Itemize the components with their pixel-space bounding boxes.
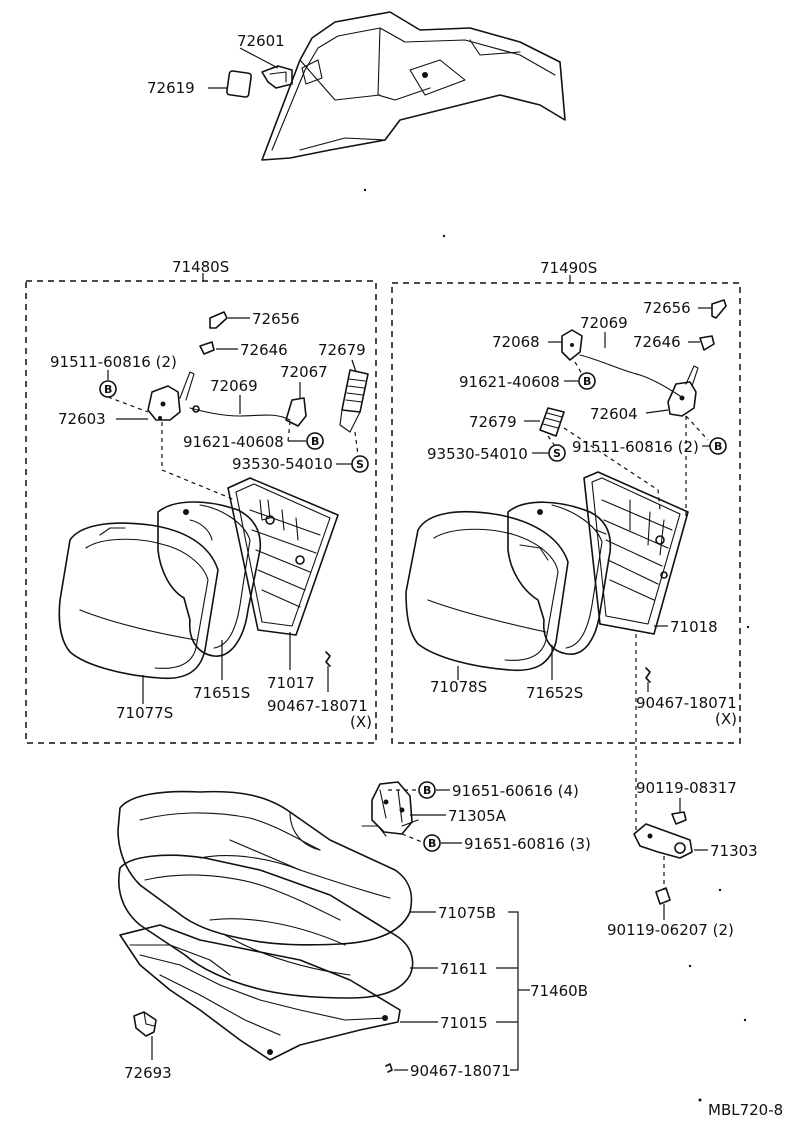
part-71651S-pad-left	[157, 501, 262, 657]
part-72604-lock-right	[667, 365, 699, 417]
svg-text:B: B	[583, 375, 591, 388]
label-93530-right: 93530-54010	[427, 445, 528, 463]
part-90119-06207-bolt	[655, 887, 671, 905]
part-71018-frame-right	[583, 471, 689, 635]
label-90119-06207: 90119-06207 (2)	[607, 921, 734, 939]
part-72067-left	[285, 397, 307, 427]
svg-text:B: B	[714, 440, 722, 453]
label-71017: 71017	[267, 674, 315, 692]
part-71303-hinge	[633, 823, 693, 859]
part-72693-clip	[133, 1011, 157, 1037]
label-x-left: (X)	[350, 713, 372, 731]
label-93530-left: 93530-54010	[232, 455, 333, 473]
svg-text:B: B	[311, 435, 319, 448]
part-72646-right	[699, 335, 715, 351]
part-72601-bracket	[261, 65, 293, 89]
bolt-symbol-bottom-2: B	[423, 834, 441, 852]
label-90467-bottom: 90467-18071	[410, 1062, 511, 1080]
part-72069-cable-right	[579, 354, 681, 397]
label-91511-right: 91511-60816 (2)	[572, 438, 699, 456]
part-71017-frame-left	[227, 477, 339, 636]
label-72601: 72601	[237, 32, 285, 50]
label-72679-right: 72679	[469, 413, 517, 431]
bolt-symbol-right-2: B	[709, 437, 727, 455]
label-71075B: 71075B	[438, 904, 496, 922]
label-71018: 71018	[670, 618, 718, 636]
label-72067: 72067	[280, 363, 328, 381]
bolt-symbol-left-2: B	[306, 432, 324, 450]
label-71652S: 71652S	[526, 684, 583, 702]
label-72646-right: 72646	[633, 333, 681, 351]
label-91621-left: 91621-40608	[183, 433, 284, 451]
label-72069-left: 72069	[210, 377, 258, 395]
label-72656-left: 72656	[252, 310, 300, 328]
label-71078S: 71078S	[430, 678, 487, 696]
label-91651-3: 91651-60816 (3)	[464, 835, 591, 853]
part-90467-hogring-right	[645, 667, 651, 683]
label-72604: 72604	[590, 405, 638, 423]
part-72069-cable-left	[189, 405, 291, 421]
part-72656-clip-left	[209, 311, 228, 329]
label-90467-right: 90467-18071	[636, 694, 737, 712]
label-71611: 71611	[440, 960, 488, 978]
group-71490S-label: 71490S	[540, 259, 597, 277]
label-72693: 72693	[124, 1064, 172, 1082]
label-91511-left: 91511-60816 (2)	[50, 353, 177, 371]
svg-text:B: B	[104, 383, 112, 396]
label-72679-left: 72679	[318, 341, 366, 359]
label-72069-right: 72069	[580, 314, 628, 332]
part-72679-knob-right	[539, 407, 565, 437]
part-71015-frame	[119, 924, 401, 1061]
part-72619-cover	[226, 70, 252, 98]
part-72679-knob-left	[339, 369, 369, 433]
part-71078S-back-right	[405, 510, 569, 672]
label-x-right: (X)	[715, 710, 737, 728]
label-90467-left: 90467-18071	[267, 697, 368, 715]
label-71651S: 71651S	[193, 684, 250, 702]
label-72656-right: 72656	[643, 299, 691, 317]
label-71077S: 71077S	[116, 704, 173, 722]
label-72603: 72603	[58, 410, 106, 428]
label-71305A: 71305A	[448, 807, 507, 825]
screw-symbol-right: S	[548, 444, 566, 462]
bolt-symbol-bottom-1: B	[418, 781, 436, 799]
part-71077S-back-left	[58, 522, 219, 680]
screw-symbol-left: S	[351, 455, 369, 473]
side-trim-panel	[261, 11, 566, 161]
group-71480S-label: 71480S	[172, 258, 229, 276]
part-72646-left	[199, 341, 215, 355]
svg-text:B: B	[423, 784, 431, 797]
part-72068-right	[561, 329, 583, 361]
label-72068: 72068	[492, 333, 540, 351]
label-72646-left: 72646	[240, 341, 288, 359]
svg-text:B: B	[428, 837, 436, 850]
label-72619: 72619	[147, 79, 195, 97]
part-90467-hogring-bottom	[385, 1063, 393, 1073]
part-71305A-bracket	[361, 781, 419, 837]
part-72656-clip-right	[711, 299, 727, 319]
label-71460B: 71460B	[530, 982, 588, 1000]
bolt-symbol-left-1: B	[99, 380, 117, 398]
label-71015: 71015	[440, 1014, 488, 1032]
label-91651-4: 91651-60616 (4)	[452, 782, 579, 800]
diagram-code: MBL720-8	[708, 1101, 783, 1119]
part-71611-cushion-pad	[118, 854, 414, 999]
svg-text:S: S	[356, 458, 364, 471]
svg-text:S: S	[553, 447, 561, 460]
part-71652S-pad-right	[507, 501, 612, 655]
part-72603-lock-left	[147, 371, 195, 421]
print-dots	[363, 188, 750, 1102]
label-91621-right: 91621-40608	[459, 373, 560, 391]
label-90119-08317: 90119-08317	[636, 779, 737, 797]
label-71303: 71303	[710, 842, 758, 860]
part-90119-08317-bolt	[671, 811, 687, 825]
group-71490S-box	[391, 282, 741, 744]
bolt-symbol-right-1: B	[578, 372, 596, 390]
part-90467-hogring-left	[325, 651, 331, 667]
